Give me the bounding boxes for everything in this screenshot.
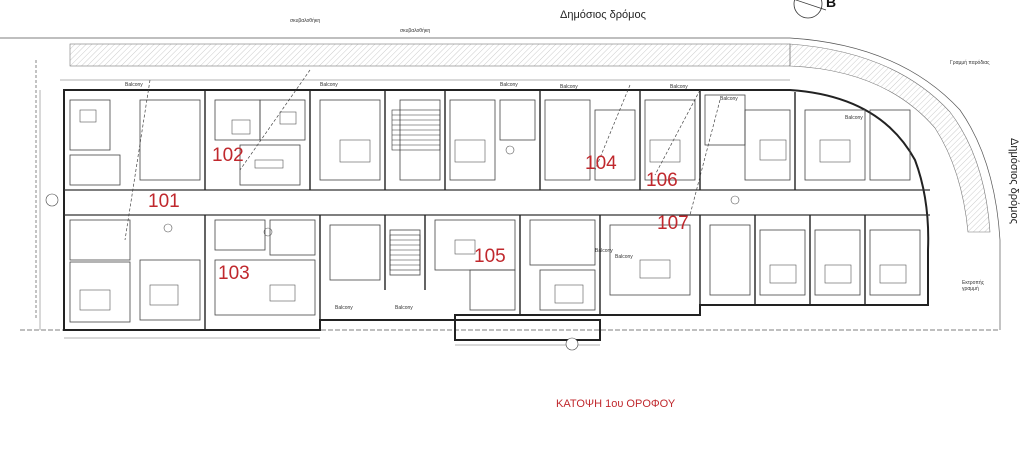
- unit-label-106: 106: [646, 170, 678, 191]
- balcony-label: Balcony: [595, 248, 613, 254]
- unit-label-105: 105: [474, 246, 506, 267]
- balcony-label: Balcony: [845, 115, 863, 121]
- note-right-top: Γραμμή παρόδιας: [950, 60, 990, 66]
- balcony-label: Balcony: [320, 82, 338, 88]
- partition-walls: [204, 90, 866, 330]
- balcony-label: Balcony: [560, 84, 578, 90]
- north-letter: Β: [826, 0, 837, 10]
- section-leaders: [124, 69, 721, 241]
- street-label-right: Δημόσιος δρόμος: [1008, 138, 1020, 224]
- staircase: [389, 109, 441, 271]
- balcony-label: Balcony: [670, 84, 688, 90]
- unit-label-103: 103: [218, 263, 250, 284]
- street-label-top: Δημόσιος δρόμος: [560, 9, 646, 21]
- balcony-label: Balcony: [125, 82, 143, 88]
- note-top-left: σκυβαλοθήκη: [290, 18, 321, 24]
- north-arrow: [793, 0, 827, 19]
- building-outline: [63, 89, 930, 341]
- central-corridor: [64, 189, 930, 216]
- balcony-label: Balcony: [615, 254, 633, 260]
- interior-walls: [69, 94, 921, 323]
- balcony-label: Balcony: [335, 305, 353, 311]
- unit-label-102: 102: [212, 145, 244, 166]
- balcony-label: Balcony: [500, 82, 518, 88]
- grid-axis-markers: [45, 193, 579, 351]
- note-top-mid: σκυβαλοθήκη: [400, 28, 431, 34]
- furniture: [79, 109, 907, 311]
- drawing-title: ΚΑΤΟΨΗ 1ου ΟΡΟΦΟΥ: [556, 398, 676, 410]
- unit-label-101: 101: [148, 191, 180, 212]
- unit-label-104: 104: [585, 153, 617, 174]
- sidewalk-strip: [69, 43, 991, 233]
- unit-label-107: 107: [657, 213, 689, 234]
- balcony-label: Balcony: [720, 96, 738, 102]
- note-right-bottom: Εκτροπής γραμμή: [962, 280, 985, 292]
- balcony-label: Balcony: [395, 305, 413, 311]
